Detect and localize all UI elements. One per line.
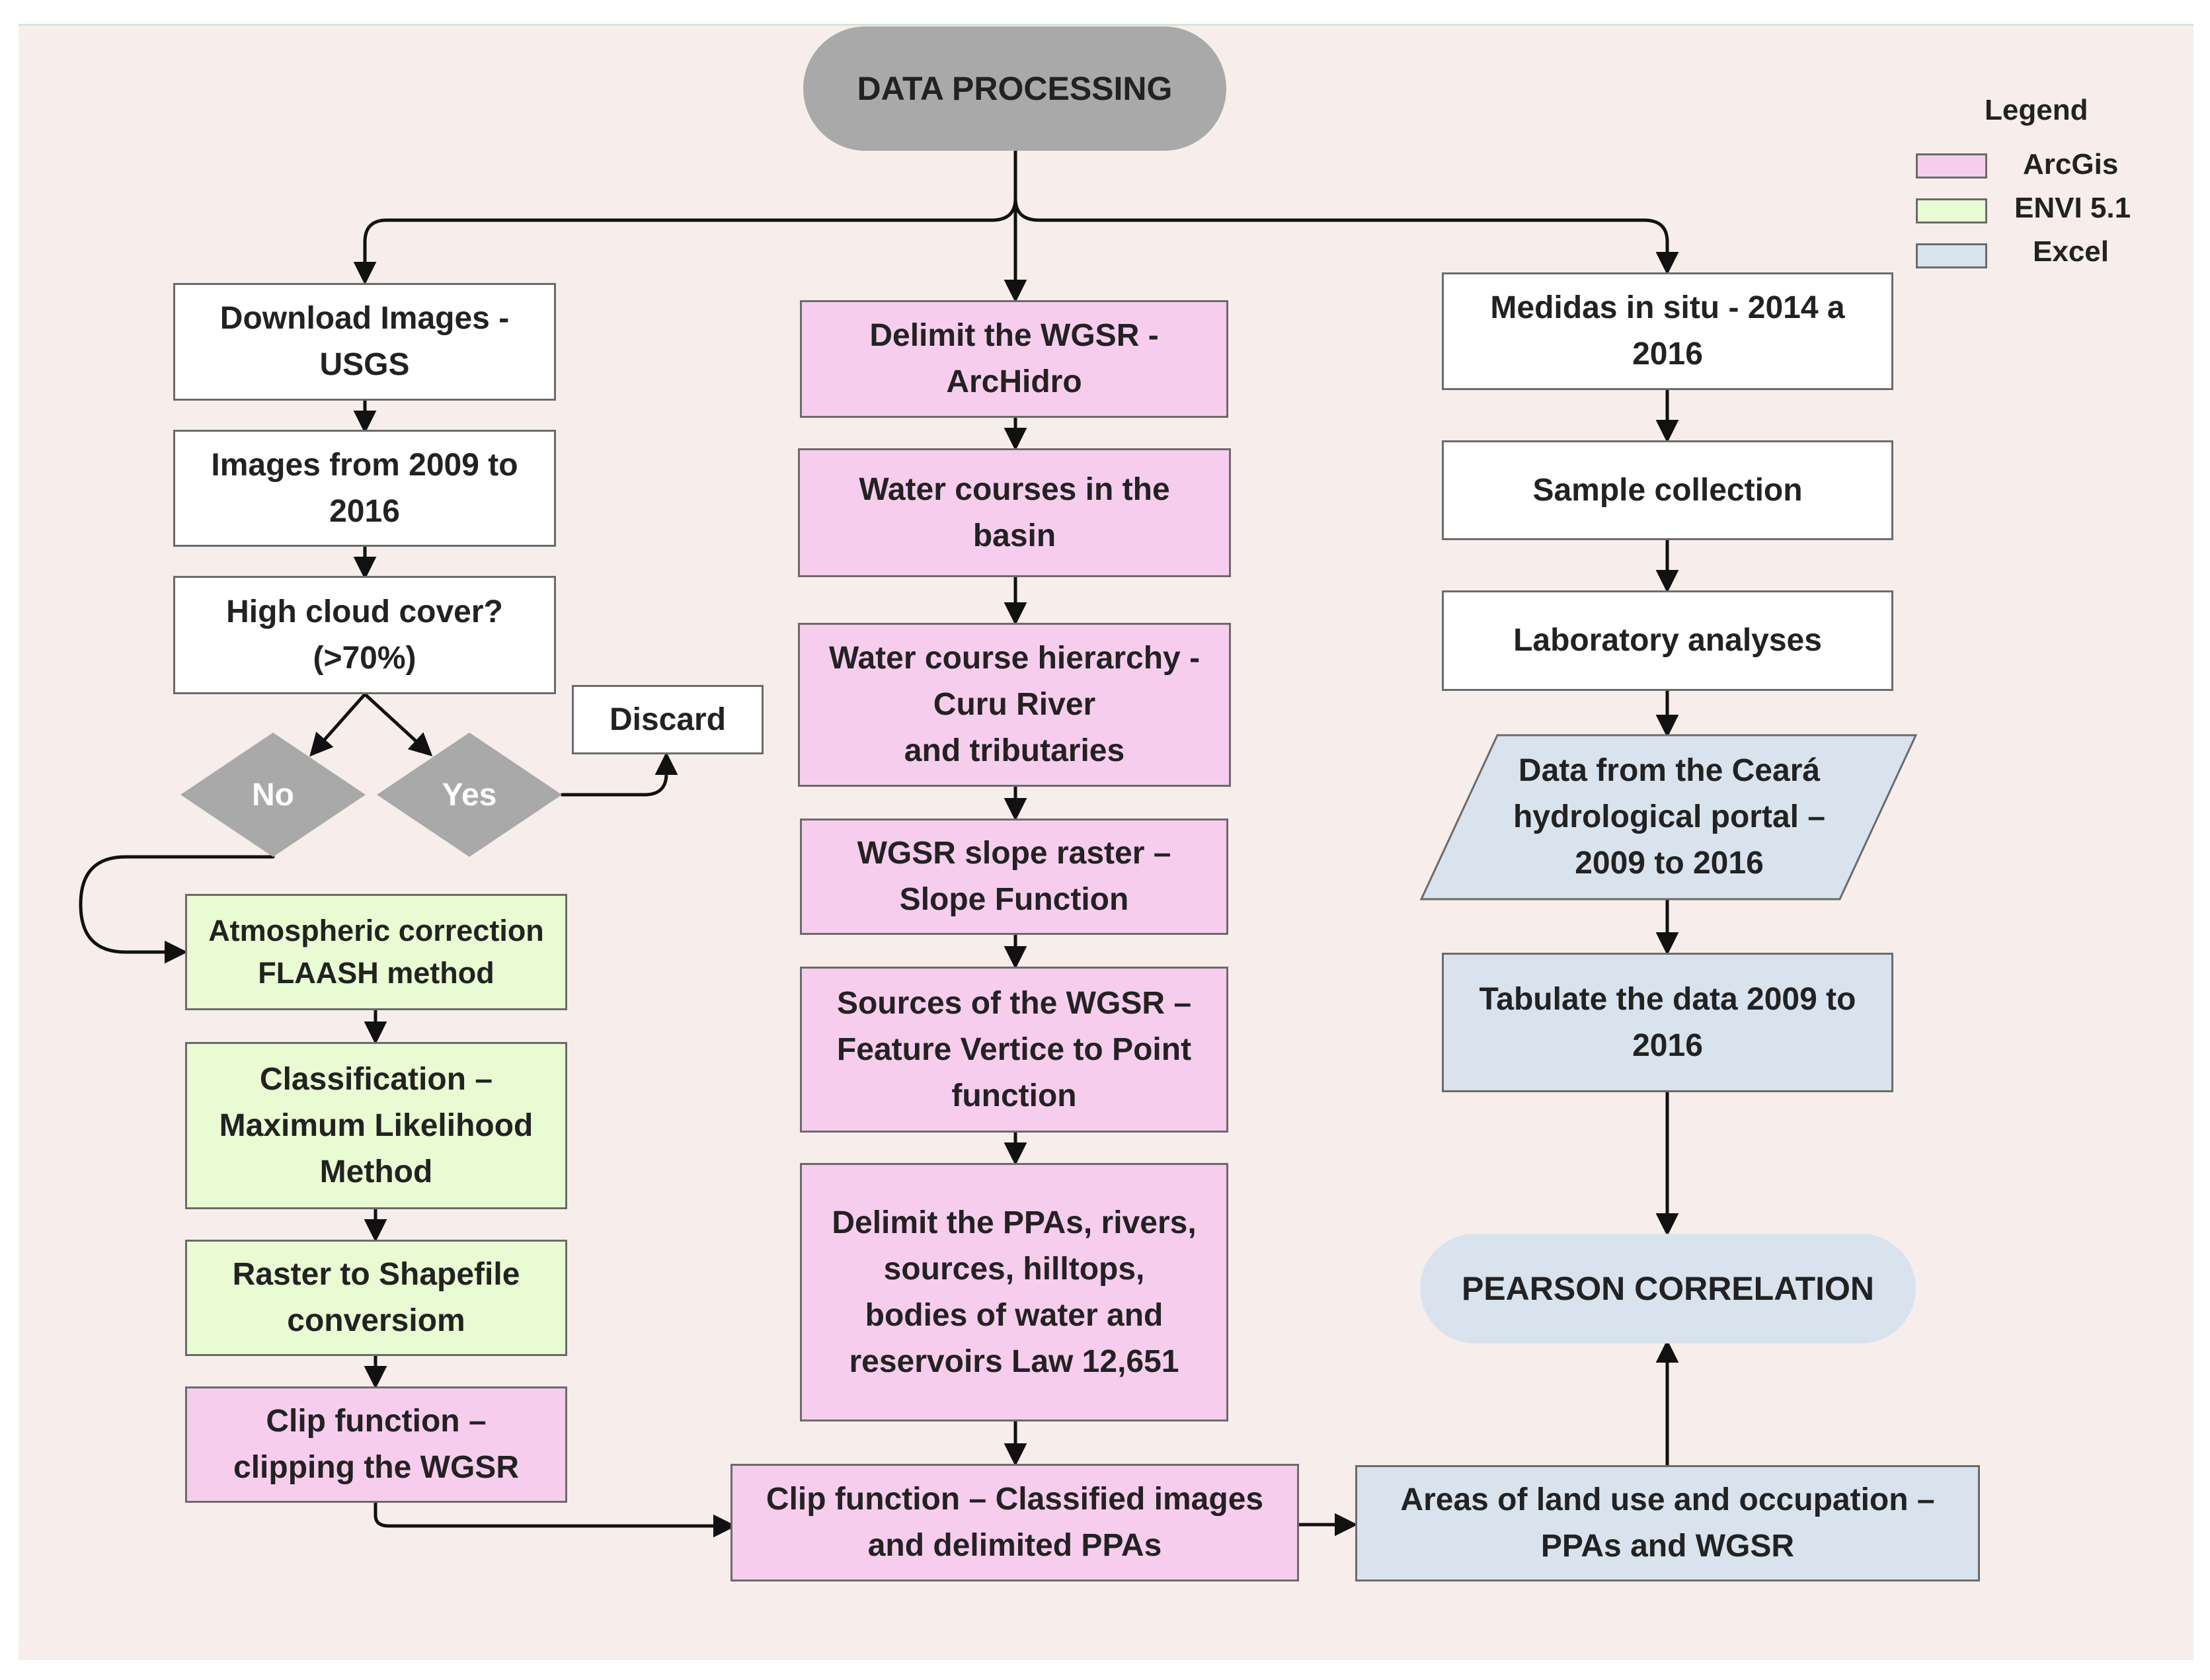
legend-label-arcgis: ArcGis — [2023, 148, 2119, 180]
hydrological-portal-text: Data from the Ceará hydrological portal … — [1513, 753, 1826, 881]
raster-to-shapefile-box: Raster to Shapefile conversiom — [185, 1240, 567, 1356]
laboratory-analyses-box: Laboratory analyses — [1442, 590, 1893, 691]
legend-label-excel: Excel — [2033, 235, 2109, 268]
legend-title: Legend — [1985, 94, 2088, 126]
sample-collection-box: Sample collection — [1442, 440, 1893, 540]
slope-raster-box: WGSR slope raster – Slope Function — [800, 819, 1228, 935]
areas-land-use-box: Areas of land use and occupation – PPAs … — [1355, 1465, 1980, 1581]
discard-box: Discard — [572, 685, 764, 754]
delimit-wgsr-box: Delimit the WGSR - ArcHidro — [800, 300, 1228, 418]
download-images-box: Download Images - USGS — [173, 283, 556, 401]
legend-swatch-envi — [1916, 198, 1987, 223]
portal-parallelogram — [1419, 734, 1918, 900]
decision-no-diamond — [180, 733, 366, 857]
connector-no-atmospheric — [79, 855, 275, 964]
pearson-correlation-pill: PEARSON CORRELATION — [1420, 1234, 1916, 1343]
high-cloud-cover-box: High cloud cover? (>70%) — [173, 576, 556, 694]
connector-top-to-left — [353, 196, 1017, 285]
data-processing-title: DATA PROCESSING — [857, 70, 1173, 107]
clip-classified-box: Clip function – Classified images and de… — [730, 1464, 1299, 1581]
data-processing-pill: DATA PROCESSING — [803, 26, 1226, 151]
atmospheric-correction-box: Atmospheric correction FLAASH method — [185, 894, 567, 1010]
water-course-hierarchy-box: Water course hierarchy - Curu River and … — [798, 623, 1231, 787]
connector-top-to-right — [1013, 196, 1679, 275]
water-courses-box: Water courses in the basin — [798, 448, 1231, 577]
legend-swatch-excel — [1916, 243, 1987, 268]
connector-cloud-yes — [363, 692, 433, 756]
clip-wgsr-box: Clip function – clipping the WGSR — [185, 1386, 567, 1503]
classification-box: Classification – Maximum Likelihood Meth… — [185, 1042, 567, 1209]
connector-yes-discard — [560, 752, 678, 797]
decision-yes-label: Yes — [442, 777, 497, 813]
decision-yes-diamond — [377, 733, 562, 857]
legend-label-envi: ENVI 5.1 — [2014, 192, 2131, 224]
connector-cloud-no — [309, 692, 367, 757]
legend-swatch-arcgis — [1916, 153, 1987, 179]
delimit-ppas-box: Delimit the PPAs, rivers, sources, hillt… — [800, 1163, 1228, 1421]
decision-no-label: No — [252, 777, 294, 813]
images-2009-2016-box: Images from 2009 to 2016 — [173, 430, 556, 547]
connector-clip-to-classified — [374, 1501, 736, 1538]
sources-wgsr-box: Sources of the WGSR – Feature Vertice to… — [800, 967, 1228, 1133]
pearson-correlation-label: PEARSON CORRELATION — [1461, 1270, 1875, 1307]
tabulate-data-box: Tabulate the data 2009 to 2016 — [1442, 953, 1893, 1092]
medidas-in-situ-box: Medidas in situ - 2014 a 2016 — [1442, 272, 1893, 390]
